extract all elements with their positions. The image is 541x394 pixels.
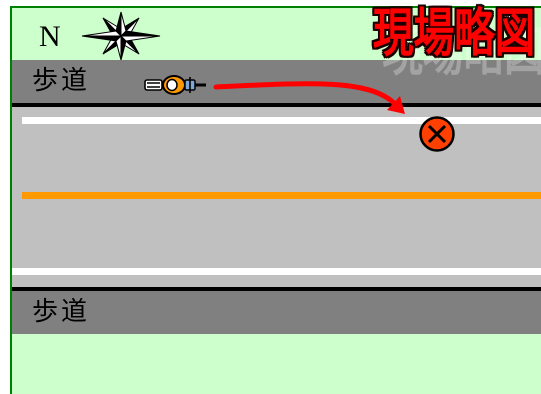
center-line bbox=[22, 192, 541, 199]
road-edge-line-bottom bbox=[12, 287, 541, 291]
trajectory-arrow-head bbox=[387, 96, 405, 114]
north-label: N bbox=[39, 20, 61, 53]
motorcycle-icon bbox=[144, 75, 206, 95]
compass-main-points-light bbox=[81, 11, 161, 61]
lane-line-bottom bbox=[12, 268, 541, 275]
motorcycle-rider-helmet bbox=[166, 78, 178, 92]
sidewalk-top: 歩道 bbox=[12, 60, 541, 103]
collision-marker-cross-b bbox=[427, 124, 447, 144]
trajectory-arrow-line bbox=[213, 81, 397, 106]
road-edge-line-top bbox=[12, 103, 541, 107]
collision-marker-icon bbox=[419, 116, 455, 152]
sidewalk-top-label: 歩道 bbox=[32, 66, 91, 96]
sidewalk-bottom-label: 歩道 bbox=[32, 297, 91, 327]
compass-rose-icon bbox=[81, 11, 161, 61]
sidewalk-bottom: 歩道 bbox=[12, 291, 541, 334]
trajectory-arrow bbox=[213, 81, 405, 114]
motorcycle-rear bbox=[144, 79, 163, 91]
lane-line-top bbox=[22, 117, 541, 124]
sketch-title: 現場略図 bbox=[373, 4, 536, 64]
